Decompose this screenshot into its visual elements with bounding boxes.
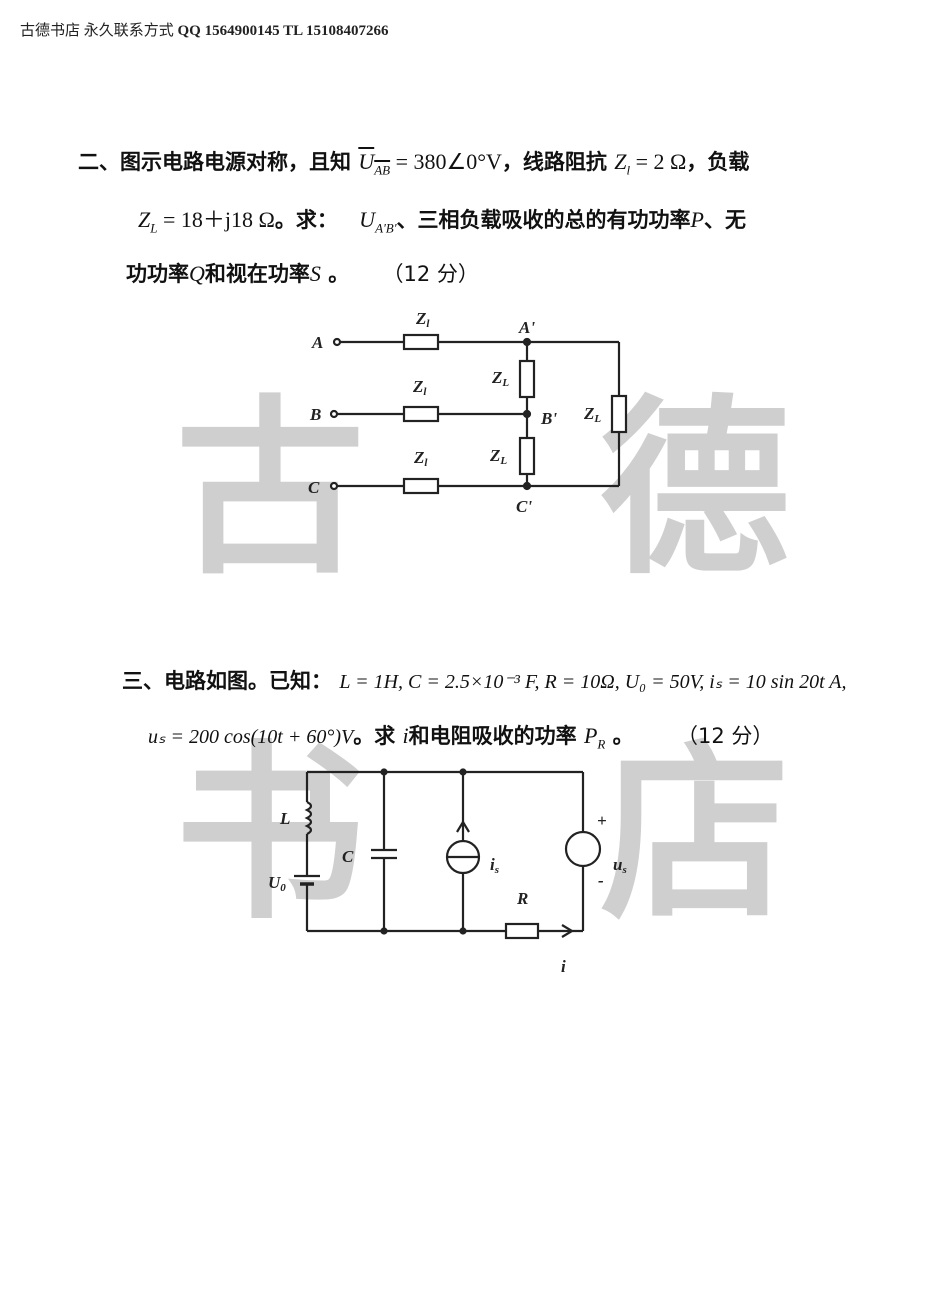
problem3-points: （12 分）	[677, 724, 774, 748]
terminal-A: A	[311, 333, 323, 352]
problem3-intro: 电路如图。已知：	[164, 669, 332, 693]
problem3-period: 。	[605, 724, 634, 748]
voltage-UAB: UAB	[358, 149, 391, 178]
problem2-line2-tail: 、无	[703, 208, 746, 232]
capacitor-label: C	[342, 847, 354, 866]
battery-label: U0	[268, 873, 286, 894]
problem2-line1: 二、图示电路电源对称，且知 UAB = 380∠0°V，线路阻抗 Zl = 2 …	[78, 146, 749, 178]
shop-name: 古德书店 永久联系方式	[20, 23, 174, 39]
terminal-B: B	[309, 405, 321, 424]
node-C-prime: C'	[516, 497, 532, 516]
shop-contact: QQ 1564900145 TL 15108407266	[177, 23, 389, 39]
problem3-power-text: 和电阻吸收的功率	[408, 724, 577, 748]
current-i-label: i	[561, 957, 566, 976]
reactive-power-symbol: Q	[189, 261, 205, 286]
problem2-number: 二、	[78, 150, 120, 174]
problem3-line2: uₛ = 200 cos(10t + 60°)V。求 i和电阻吸收的功率 PR …	[148, 720, 773, 752]
problem3-line1: 三、电路如图。已知： L = 1H, C = 2.5×10⁻³ F, R = 1…	[122, 665, 847, 695]
current-source-label: is	[490, 855, 499, 876]
problem3-number: 三、	[122, 669, 164, 693]
node-A-prime: A'	[518, 318, 535, 337]
problem2-line-impedance-label: ，线路阻抗	[501, 150, 607, 174]
problem2-intro: 图示电路电源对称，且知	[120, 150, 351, 174]
watermark-de: 德	[600, 379, 791, 600]
load-impedance-symbol: ZL	[138, 207, 158, 236]
resistor-power-symbol: PR	[583, 723, 606, 752]
shop-header: 古德书店 永久联系方式 QQ 1564900145 TL 15108407266	[20, 19, 389, 40]
minus-sign: -	[598, 871, 604, 890]
problem3-ask: 。求	[353, 724, 396, 748]
voltage-UApBp: UA'B'	[359, 207, 397, 236]
terminal-C: C	[308, 478, 320, 497]
line-impedance-value: = 2 Ω	[630, 149, 687, 174]
problem2-load-label: ，负载	[686, 150, 750, 174]
problem2-apparent-label: 和视在功率	[204, 262, 310, 286]
problem2-line3: 功功率Q和视在功率S 。 （12 分）	[126, 258, 479, 288]
inductor-label: L	[279, 809, 290, 828]
current-i-symbol: i	[402, 723, 409, 748]
apparent-power-symbol: S	[309, 261, 321, 286]
problem3-given-values: L = 1H, C = 2.5×10⁻³ F, R = 10Ω, U₀ = 50…	[339, 671, 847, 693]
load-impedance-value: = 18＋j18 Ω	[157, 207, 275, 232]
source-voltage-expression: uₛ = 200 cos(10t + 60°)V	[148, 726, 354, 748]
node-B-prime: B'	[540, 409, 557, 428]
watermark-dian: 店	[600, 724, 791, 945]
line-impedance-symbol: Zl	[614, 149, 631, 178]
problem2-power-text: 、三相负载吸收的总的有功功率	[396, 208, 691, 232]
voltage-UAB-value: = 380∠0°V	[390, 149, 502, 174]
active-power-symbol: P	[690, 207, 704, 232]
problem2-reactive-label: 功功率	[126, 262, 189, 286]
problem2-period: 。	[320, 262, 350, 286]
resistor-label: R	[516, 889, 528, 908]
problem2-line2: ZL = 18＋j18 Ω。求： UA'B'、三相负载吸收的总的有功功率P、无	[138, 202, 746, 236]
plus-sign: +	[597, 811, 607, 830]
voltage-source-label: us	[613, 855, 627, 876]
problem2-points: （12 分）	[382, 262, 479, 286]
problem2-ask: 。求：	[274, 208, 338, 232]
